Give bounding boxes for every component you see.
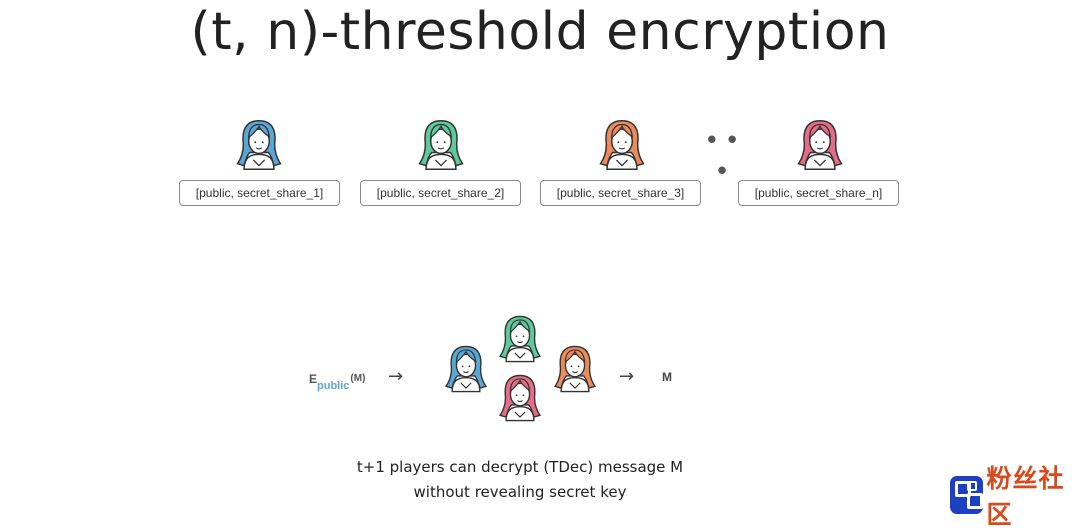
caption-line-1: t+1 players can decrypt (TDec) message M [356, 458, 684, 476]
decrypted-message: M [662, 370, 672, 384]
group-player-pink-avatar-icon [494, 372, 546, 424]
ellipsis: • • • [707, 124, 739, 185]
watermark-text: 粉丝社区 [986, 464, 1065, 529]
arrow-right-icon: → [619, 366, 635, 387]
enc-arg: (M) [350, 373, 366, 384]
player-1-avatar-icon [231, 117, 287, 173]
player-n-avatar-icon [792, 117, 848, 173]
share-label-1: [public, secret_share_1] [179, 180, 340, 206]
page-title: (t, n)-threshold encryption [190, 2, 890, 62]
enc-letter: E [309, 372, 318, 386]
share-label-3: [public, secret_share_3] [540, 180, 701, 206]
watermark-logo-icon [950, 476, 984, 514]
watermark: 粉丝社区 [950, 464, 1078, 529]
group-player-blue-avatar-icon [440, 343, 492, 395]
caption-line-2: without revealing secret key [413, 483, 627, 501]
share-label-n: [public, secret_share_n] [738, 180, 899, 206]
share-label-2: [public, secret_share_2] [360, 180, 521, 206]
group-player-orange-avatar-icon [549, 343, 601, 395]
player-2-avatar-icon [413, 117, 469, 173]
enc-subscript: public [317, 380, 350, 392]
group-player-green-avatar-icon [494, 313, 546, 365]
arrow-right-icon: → [388, 366, 404, 387]
encrypted-message: Epublic(M) [309, 370, 366, 392]
player-3-avatar-icon [594, 117, 650, 173]
